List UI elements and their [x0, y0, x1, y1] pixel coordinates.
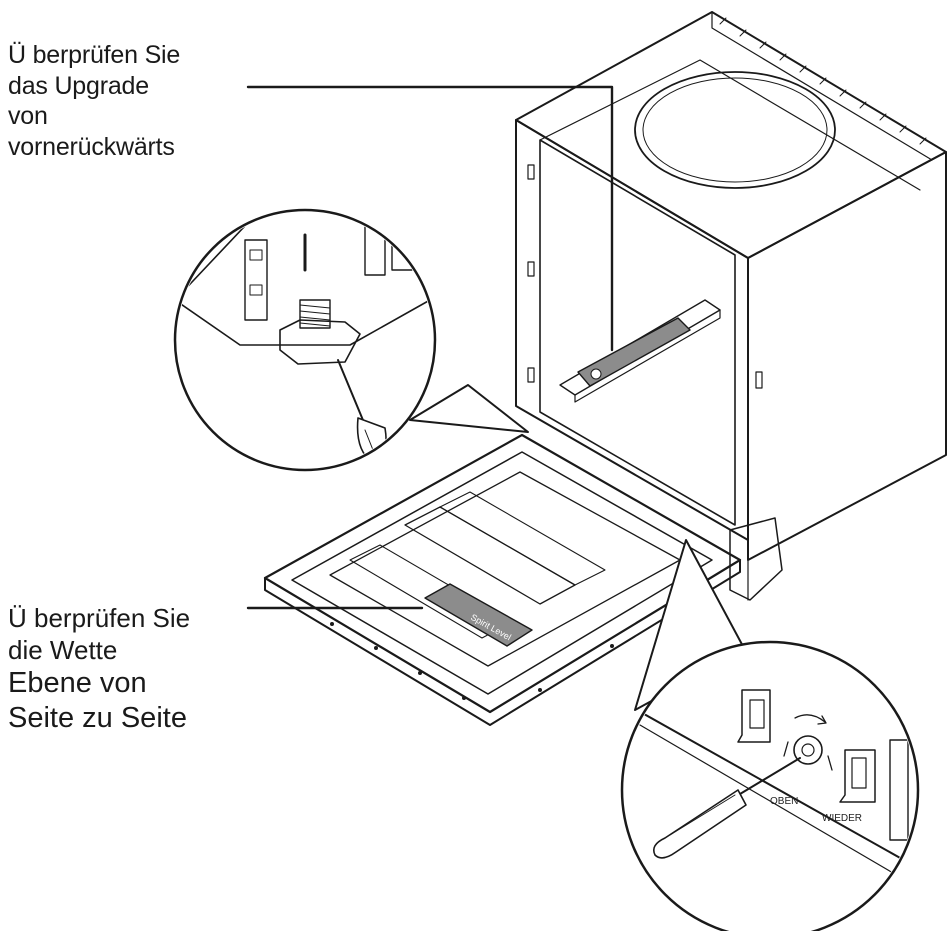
- front-to-back-level-label: Ü berprüfen Sie das Upgrade von vornerüc…: [8, 40, 180, 162]
- level-on-rail: [577, 317, 691, 387]
- down-direction-text: WIEDER: [822, 813, 862, 824]
- label-line: Ebene von: [8, 667, 147, 700]
- up-direction-text: OBEN: [770, 796, 799, 807]
- label-line: vornerückwärts: [8, 132, 175, 161]
- leader-lines: [246, 85, 614, 610]
- label-line: von: [8, 102, 48, 130]
- label-line: das Upgrade: [8, 71, 149, 100]
- foot-detail-callout: [173, 208, 529, 472]
- dishwasher-cabinet: [515, 11, 947, 601]
- side-to-side-level-label: Ü berprüfen Sie die Wette Ebene von Seit…: [8, 603, 190, 736]
- hinge-detail-callout: [620, 539, 920, 931]
- label-line: die Wette: [8, 634, 118, 665]
- label-line: Ü berprüfen Sie: [8, 41, 181, 69]
- label-line: Seite zu Seite: [8, 702, 187, 735]
- label-line: Ü berprüfen Sie: [8, 603, 191, 633]
- level-on-door: Spirit Level: [424, 583, 533, 647]
